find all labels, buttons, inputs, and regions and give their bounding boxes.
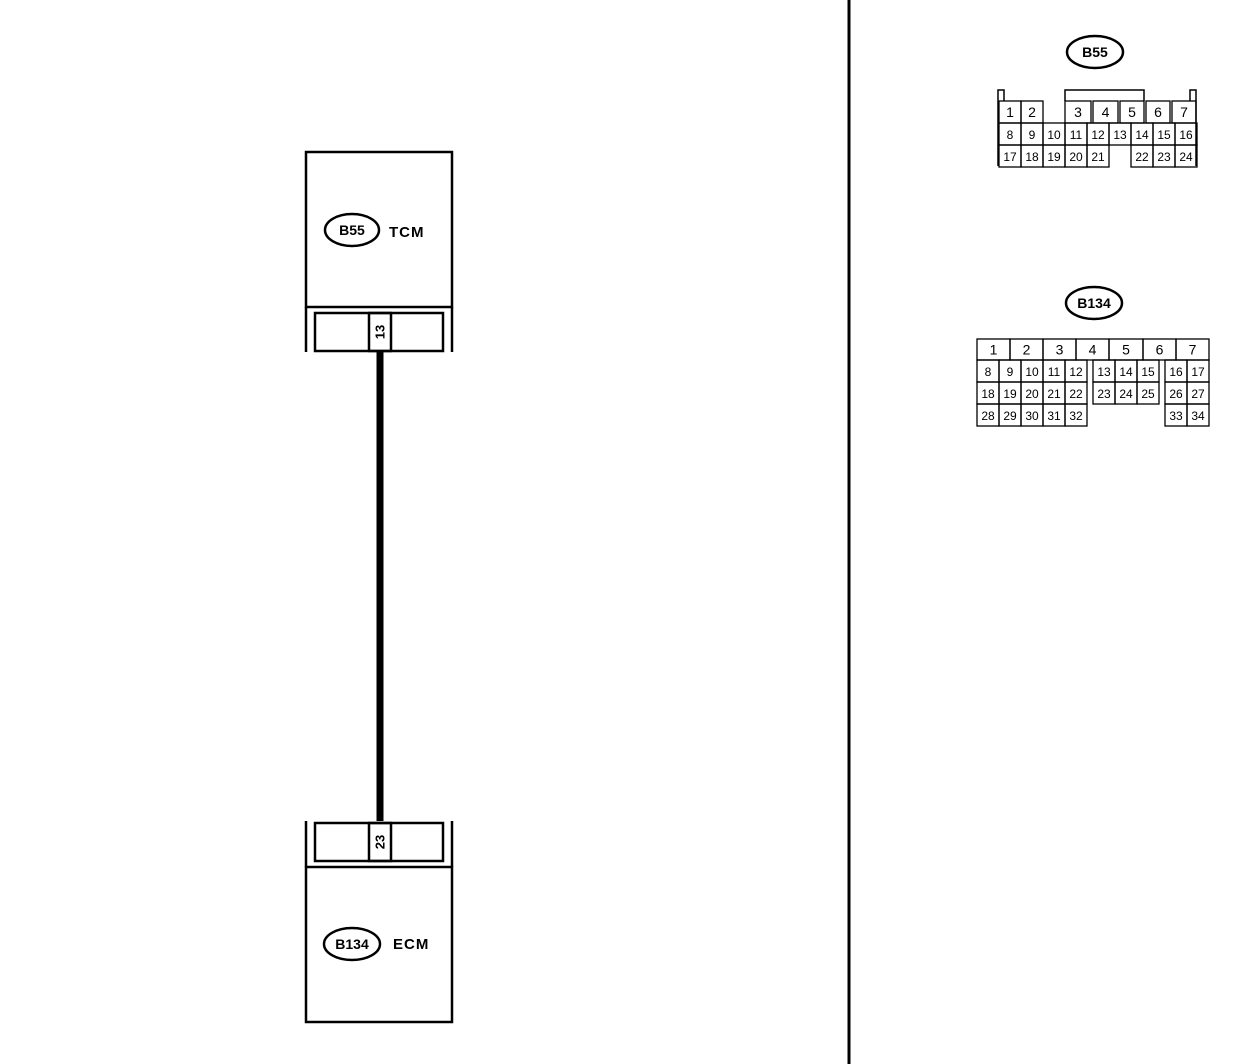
b134-pin-number: 19: [1003, 387, 1017, 401]
b134-pin-number: 33: [1169, 409, 1183, 423]
ecm-pin-number: 23: [373, 835, 388, 849]
b134-pin-number: 13: [1097, 365, 1111, 379]
b55-view-label: B55: [1082, 44, 1108, 60]
b55-pin-number: 7: [1180, 104, 1188, 120]
tcm-label: TCM: [389, 224, 425, 241]
tcm-body: [304, 150, 454, 309]
b134-pin-number: 25: [1141, 387, 1155, 401]
b134-pin-number: 14: [1119, 365, 1133, 379]
b55-pin-number: 4: [1102, 104, 1110, 120]
b134-pin-number: 31: [1047, 409, 1061, 423]
b134-pin-number: 16: [1169, 365, 1183, 379]
b55-pin-number: 13: [1113, 128, 1127, 142]
b134-pin-number: 4: [1089, 342, 1097, 358]
b55-pin-number: 24: [1179, 150, 1193, 164]
tcm-connector-oval: [323, 212, 381, 248]
b134-pin-number: 17: [1191, 365, 1205, 379]
b55-pin-number: 2: [1028, 104, 1036, 120]
b134-pin-number: 18: [981, 387, 995, 401]
b134-pin-number: 23: [1097, 387, 1111, 401]
b134-pin-number: 20: [1025, 387, 1039, 401]
b134-pin-number: 3: [1056, 342, 1064, 358]
b55-pin-number: 1: [1006, 104, 1014, 120]
b55-pin-number: 12: [1091, 128, 1105, 142]
b134-pin-number: 24: [1119, 387, 1133, 401]
b55-pin-number: 16: [1179, 128, 1193, 142]
b55-pin-number: 22: [1135, 150, 1149, 164]
b55-housing-lock: [1064, 89, 1145, 101]
b134-pin-number: 12: [1069, 365, 1083, 379]
b55-pin-number: 10: [1047, 128, 1061, 142]
b134-pin-number: 30: [1025, 409, 1039, 423]
b134-pin-number: 2: [1023, 342, 1031, 358]
b55-pin-number: 6: [1154, 104, 1162, 120]
b134-pin-number: 1: [990, 342, 998, 358]
b55-pin-number: 14: [1135, 128, 1149, 142]
tcm-connector-code: B55: [339, 222, 365, 238]
b55-pin-number: 3: [1074, 104, 1082, 120]
ecm-module: 23 B134 ECM: [304, 821, 454, 1024]
b134-pin-cell: [1064, 403, 1088, 427]
b134-pin-number: 32: [1069, 409, 1083, 423]
b134-pin-number: 27: [1191, 387, 1205, 401]
b55-pin-number: 9: [1029, 128, 1036, 142]
b55-pin-number: 5: [1128, 104, 1136, 120]
b134-view-label: B134: [1077, 295, 1111, 311]
b55-pin-number: 23: [1157, 150, 1171, 164]
b55-pin-number: 8: [1007, 128, 1014, 142]
b134-pin-number: 21: [1047, 387, 1061, 401]
b134-pin-number: 10: [1025, 365, 1039, 379]
tcm-pin-number: 13: [373, 325, 388, 339]
b134-pin-cell: [1136, 381, 1160, 405]
ecm-pin-cell: [367, 821, 393, 863]
b134-pin-number: 5: [1122, 342, 1130, 358]
b134-pin-number: 11: [1048, 365, 1061, 379]
b134-pin-number: 22: [1069, 387, 1083, 401]
b55-pin-number: 21: [1091, 150, 1105, 164]
b55-housing-right-tab: [1189, 89, 1197, 101]
b134-pin-number: 29: [1003, 409, 1017, 423]
tcm-module: 13 B55 TCM: [304, 150, 454, 353]
tcm-pin-cell: [367, 311, 393, 353]
b134-pin-number: 26: [1169, 387, 1183, 401]
ecm-connector-oval: [322, 926, 382, 962]
b134-pin-cell: [1186, 403, 1210, 427]
b55-pin-number: 20: [1069, 150, 1083, 164]
b134-pin-number: 7: [1189, 342, 1197, 358]
b55-pin-cell: [1086, 144, 1110, 168]
b134-pin-number: 15: [1141, 365, 1155, 379]
b134-pin-number: 9: [1007, 365, 1014, 379]
b55-pin-number: 11: [1070, 128, 1083, 142]
b55-view-oval: [1065, 34, 1125, 70]
b55-pin-number: 19: [1047, 150, 1061, 164]
b55-pin-number: 17: [1003, 150, 1017, 164]
b55-pin-number: 18: [1025, 150, 1039, 164]
b134-view-oval: [1064, 285, 1124, 321]
b55-pin-number: 15: [1157, 128, 1171, 142]
b55-housing-left-tab: [997, 89, 1005, 101]
b134-pin-number: 8: [985, 365, 992, 379]
ecm-label: ECM: [393, 936, 429, 953]
ecm-body: [304, 865, 454, 1024]
b134-pin-number: 34: [1191, 409, 1205, 423]
b134-pin-number: 6: [1156, 342, 1164, 358]
ecm-connector-code: B134: [335, 936, 369, 952]
b55-pin-cell: [1174, 144, 1198, 168]
b134-pin-number: 28: [981, 409, 995, 423]
